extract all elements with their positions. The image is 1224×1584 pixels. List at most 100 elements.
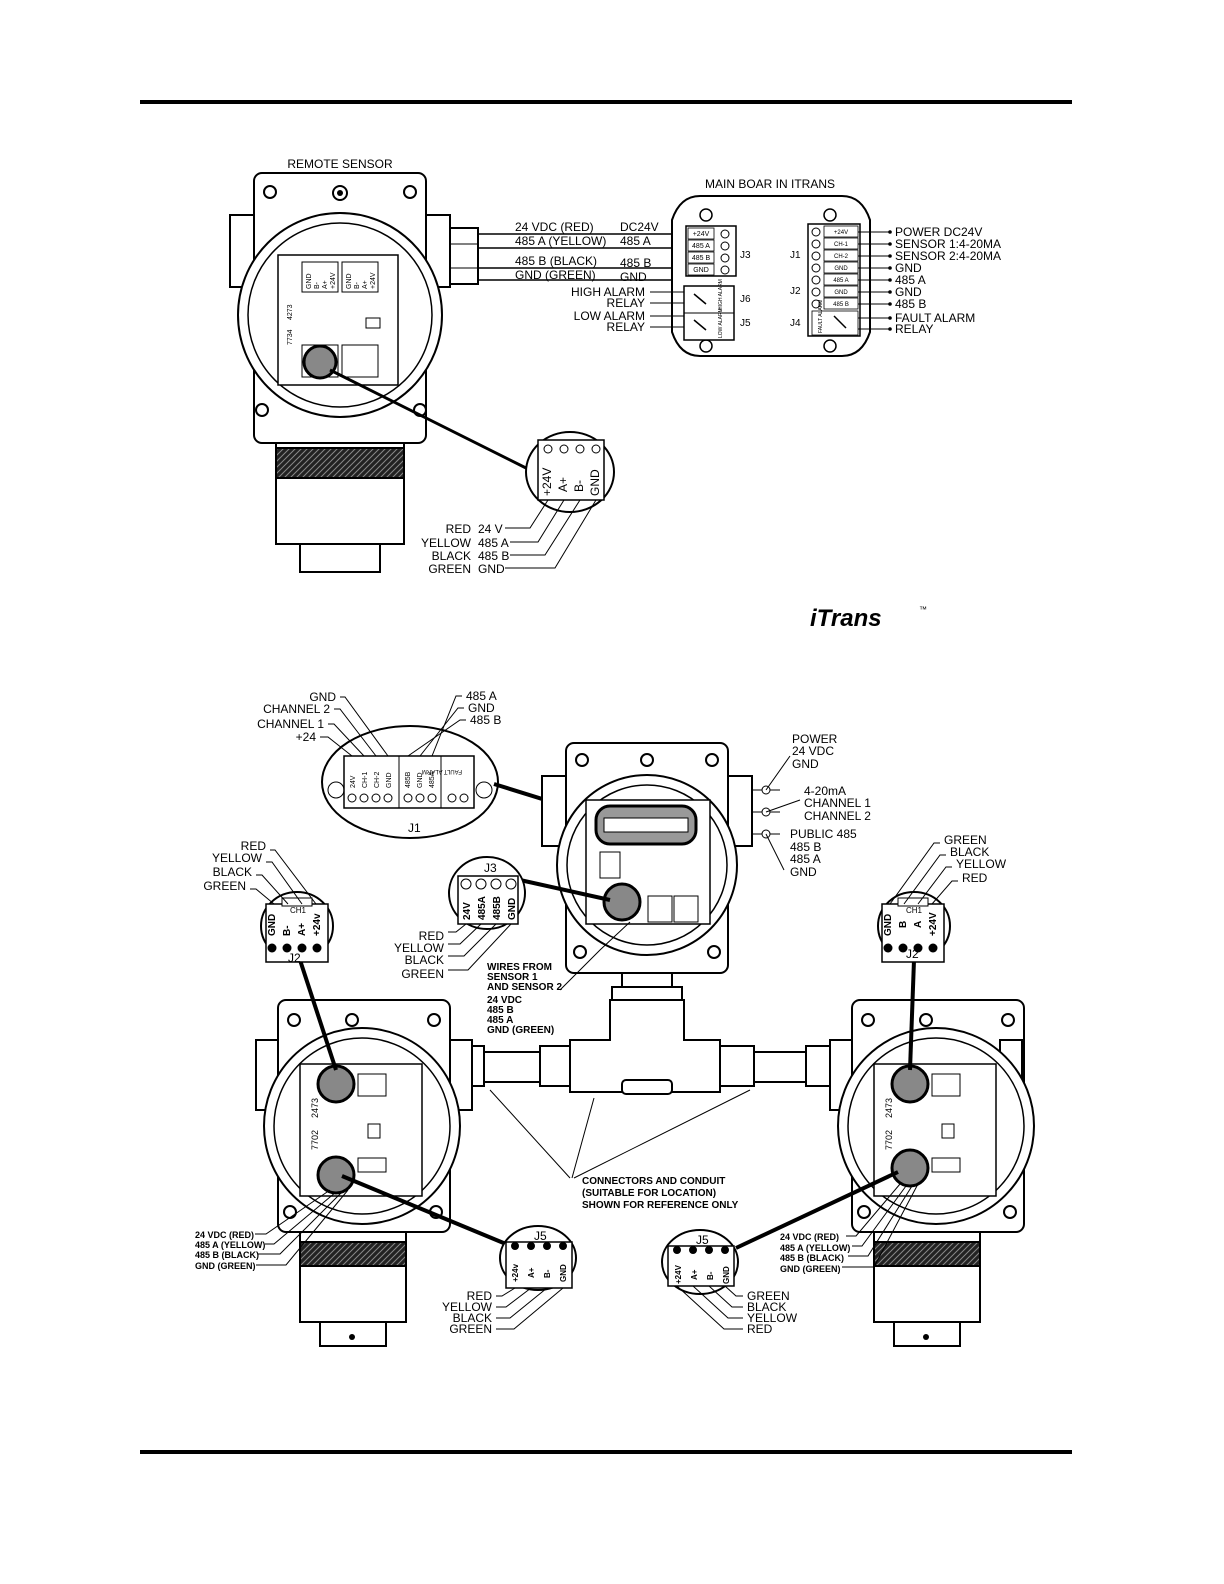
j3-wire-black: BLACK [405, 953, 444, 967]
j1-label-24: +24 [296, 730, 317, 744]
j1-label-channel1: CHANNEL 1 [257, 717, 324, 731]
right-ch1-wire-green: GREEN [944, 833, 987, 847]
left-j2-name: J2 [288, 951, 301, 965]
left-sensor-board-number-1: 7702 [310, 1130, 320, 1150]
right-sensor-wire-labels: 24 VDC (RED) 485 A (YELLOW) 485 B (BLACK… [780, 1183, 919, 1274]
right-sensor-enclosure: 7702 2473 [829, 999, 1035, 1347]
wires-from-note: WIRES FROM SENSOR 1 AND SENSOR 2 24 VDC … [487, 921, 631, 1036]
channel-4-20ma-label: 4-20mA [804, 784, 846, 798]
j3-callout-terminal-485a: 485A [477, 896, 488, 920]
left-j2-callout: CH1 GND B- A+ +24v J2 RED YELLOW BLACK G… [203, 839, 338, 1071]
left-sensor-enclosure: 7702 2473 [255, 999, 473, 1347]
bottom-rule [140, 1450, 1072, 1454]
right-j5-wire-green: GREEN [747, 1289, 790, 1303]
j3-wire-green: GREEN [401, 967, 444, 981]
low-alarm-label: LOW ALARM [574, 309, 645, 323]
right-j5-terminal-a: A+ [690, 1269, 699, 1280]
j3-label-dc24v: DC24V [620, 220, 659, 234]
left-j5-terminal-b: B- [543, 1269, 552, 1278]
left-ch1-wire-green: GREEN [203, 879, 246, 893]
right-j5-wire-yellow: YELLOW [747, 1311, 798, 1325]
right-ch1-wire-yellow: YELLOW [956, 857, 1007, 871]
label-gnd-1: GND [895, 261, 922, 275]
left-ch1-wire-red: RED [241, 839, 267, 853]
j2-terminal-gnd: GND [834, 290, 848, 296]
left-j5-wire-yellow: YELLOW [442, 1300, 493, 1314]
connector-terminal-24v: +24V [540, 468, 554, 496]
public-gnd-label: GND [790, 865, 817, 879]
wires-from-line1: WIRES FROM [487, 962, 552, 973]
label-fault-relay: RELAY [895, 322, 933, 336]
right-j2-callout: CH1 GND B A +24V J2 GREEN BLACK YELLOW R… [877, 833, 1007, 1071]
high-alarm-label: HIGH ALARM [571, 285, 645, 299]
label-485a: 485 A [895, 273, 926, 287]
label-power-dc24v: POWER DC24V [895, 225, 982, 239]
left-sensor-board-number-2: 2473 [310, 1098, 320, 1118]
sensor-board-number-2: 4273 [287, 304, 294, 320]
j3-terminal-485a: 485 A [692, 243, 710, 250]
connectors-note-line3: SHOWN FOR REFERENCE ONLY [582, 1200, 739, 1211]
connector-terminal-b: B- [572, 480, 586, 492]
wire-label-485b: 485 B (BLACK) [515, 254, 597, 268]
wires-from-line3: AND SENSOR 2 [487, 982, 562, 993]
j3-wire-yellow: YELLOW [394, 941, 445, 955]
connectors-note-line2: (SUITABLE FOR LOCATION) [582, 1188, 716, 1199]
right-sensor-wire-24vdc: 24 VDC (RED) [780, 1232, 839, 1242]
sensor-terminal-b: B- [314, 281, 321, 289]
sensor-terminal-gnd: GND [306, 273, 313, 289]
j3-callout-terminal-24v: 24V [462, 902, 473, 920]
wires-from-line2: SENSOR 1 [487, 972, 538, 983]
right-sensor-board-number-2: 2473 [884, 1098, 894, 1118]
trademark-symbol: ™ [919, 605, 927, 614]
connector-signal-485b: 485 B [478, 549, 509, 563]
sensor-terminal-24v-2: +24V [370, 272, 377, 289]
j4-terminal-fault: FAULT ALARM [818, 300, 824, 333]
left-j5-name: J5 [534, 1229, 547, 1243]
j3-callout-name: J3 [484, 861, 497, 875]
wire-label-gnd: GND (GREEN) [515, 268, 596, 282]
power-label: POWER [792, 732, 838, 746]
connector-signal-485a: 485 A [478, 536, 509, 550]
j1-terminal-ch1: CH-1 [834, 242, 849, 248]
right-sensor-wire-485a: 485 A (YELLOW) [780, 1243, 850, 1253]
connector-wire-red: RED [446, 522, 472, 536]
remote-sensor-enclosure: REMOTE SENSOR GND B- A+ +24V GND B- A+ + [229, 157, 479, 573]
connectors-note-line1: CONNECTORS AND CONDUIT [582, 1176, 725, 1187]
j3-terminal-485b: 485 B [692, 255, 711, 262]
connector-terminal-gnd: GND [588, 469, 602, 496]
j5-terminal-label: LOW ALARM [718, 308, 724, 338]
right-j5-wire-red: RED [747, 1322, 773, 1336]
itrans-enclosure [541, 742, 753, 1095]
connector-wire-green: GREEN [428, 562, 471, 576]
j6-terminal-label: HIGH ALARM [718, 279, 724, 310]
wires-signal-24vdc: 24 VDC [487, 995, 522, 1006]
right-ch1-wire-red: RED [962, 871, 988, 885]
j3-wire-red: RED [419, 929, 445, 943]
j3-name: J3 [740, 250, 751, 261]
power-gnd-label: GND [792, 757, 819, 771]
label-485b: 485 B [895, 297, 926, 311]
left-j2-terminal-gnd: GND [267, 914, 278, 936]
sensor-terminal-gnd-2: GND [346, 273, 353, 289]
j3-label-485b: 485 B [620, 256, 651, 270]
left-j2-terminal-a: A+ [297, 923, 308, 936]
public-485-label: PUBLIC 485 [790, 827, 857, 841]
right-ch1-wire-black: BLACK [950, 845, 989, 859]
j6-name: J6 [740, 294, 751, 305]
connector-wire-black: BLACK [432, 549, 471, 563]
right-j5-terminal-gnd: GND [722, 1266, 731, 1284]
j1-label-channel2: CHANNEL 2 [263, 702, 330, 716]
j1-callout-terminal-ch2: CH-2 [374, 772, 381, 788]
right-sensor-wire-gnd: GND (GREEN) [780, 1264, 841, 1274]
right-j2-terminal-24v: +24V [928, 912, 939, 936]
j2-name: J2 [790, 286, 801, 297]
wires-signal-485a: 485 A [487, 1015, 513, 1026]
right-sensor-board-number-1: 7702 [884, 1130, 894, 1150]
low-alarm-relay-label: RELAY [607, 320, 645, 334]
right-sensor-wire-485b: 485 B (BLACK) [780, 1253, 844, 1263]
j3-callout: J3 24V 485A 485B GND RED YELLOW BLACK GR… [394, 856, 611, 981]
j3-terminal-gnd: GND [693, 267, 709, 274]
left-j5-terminal-24v: +24v [511, 1263, 520, 1282]
connector-wire-yellow: YELLOW [421, 536, 472, 550]
public-485a-label: 485 A [790, 852, 821, 866]
